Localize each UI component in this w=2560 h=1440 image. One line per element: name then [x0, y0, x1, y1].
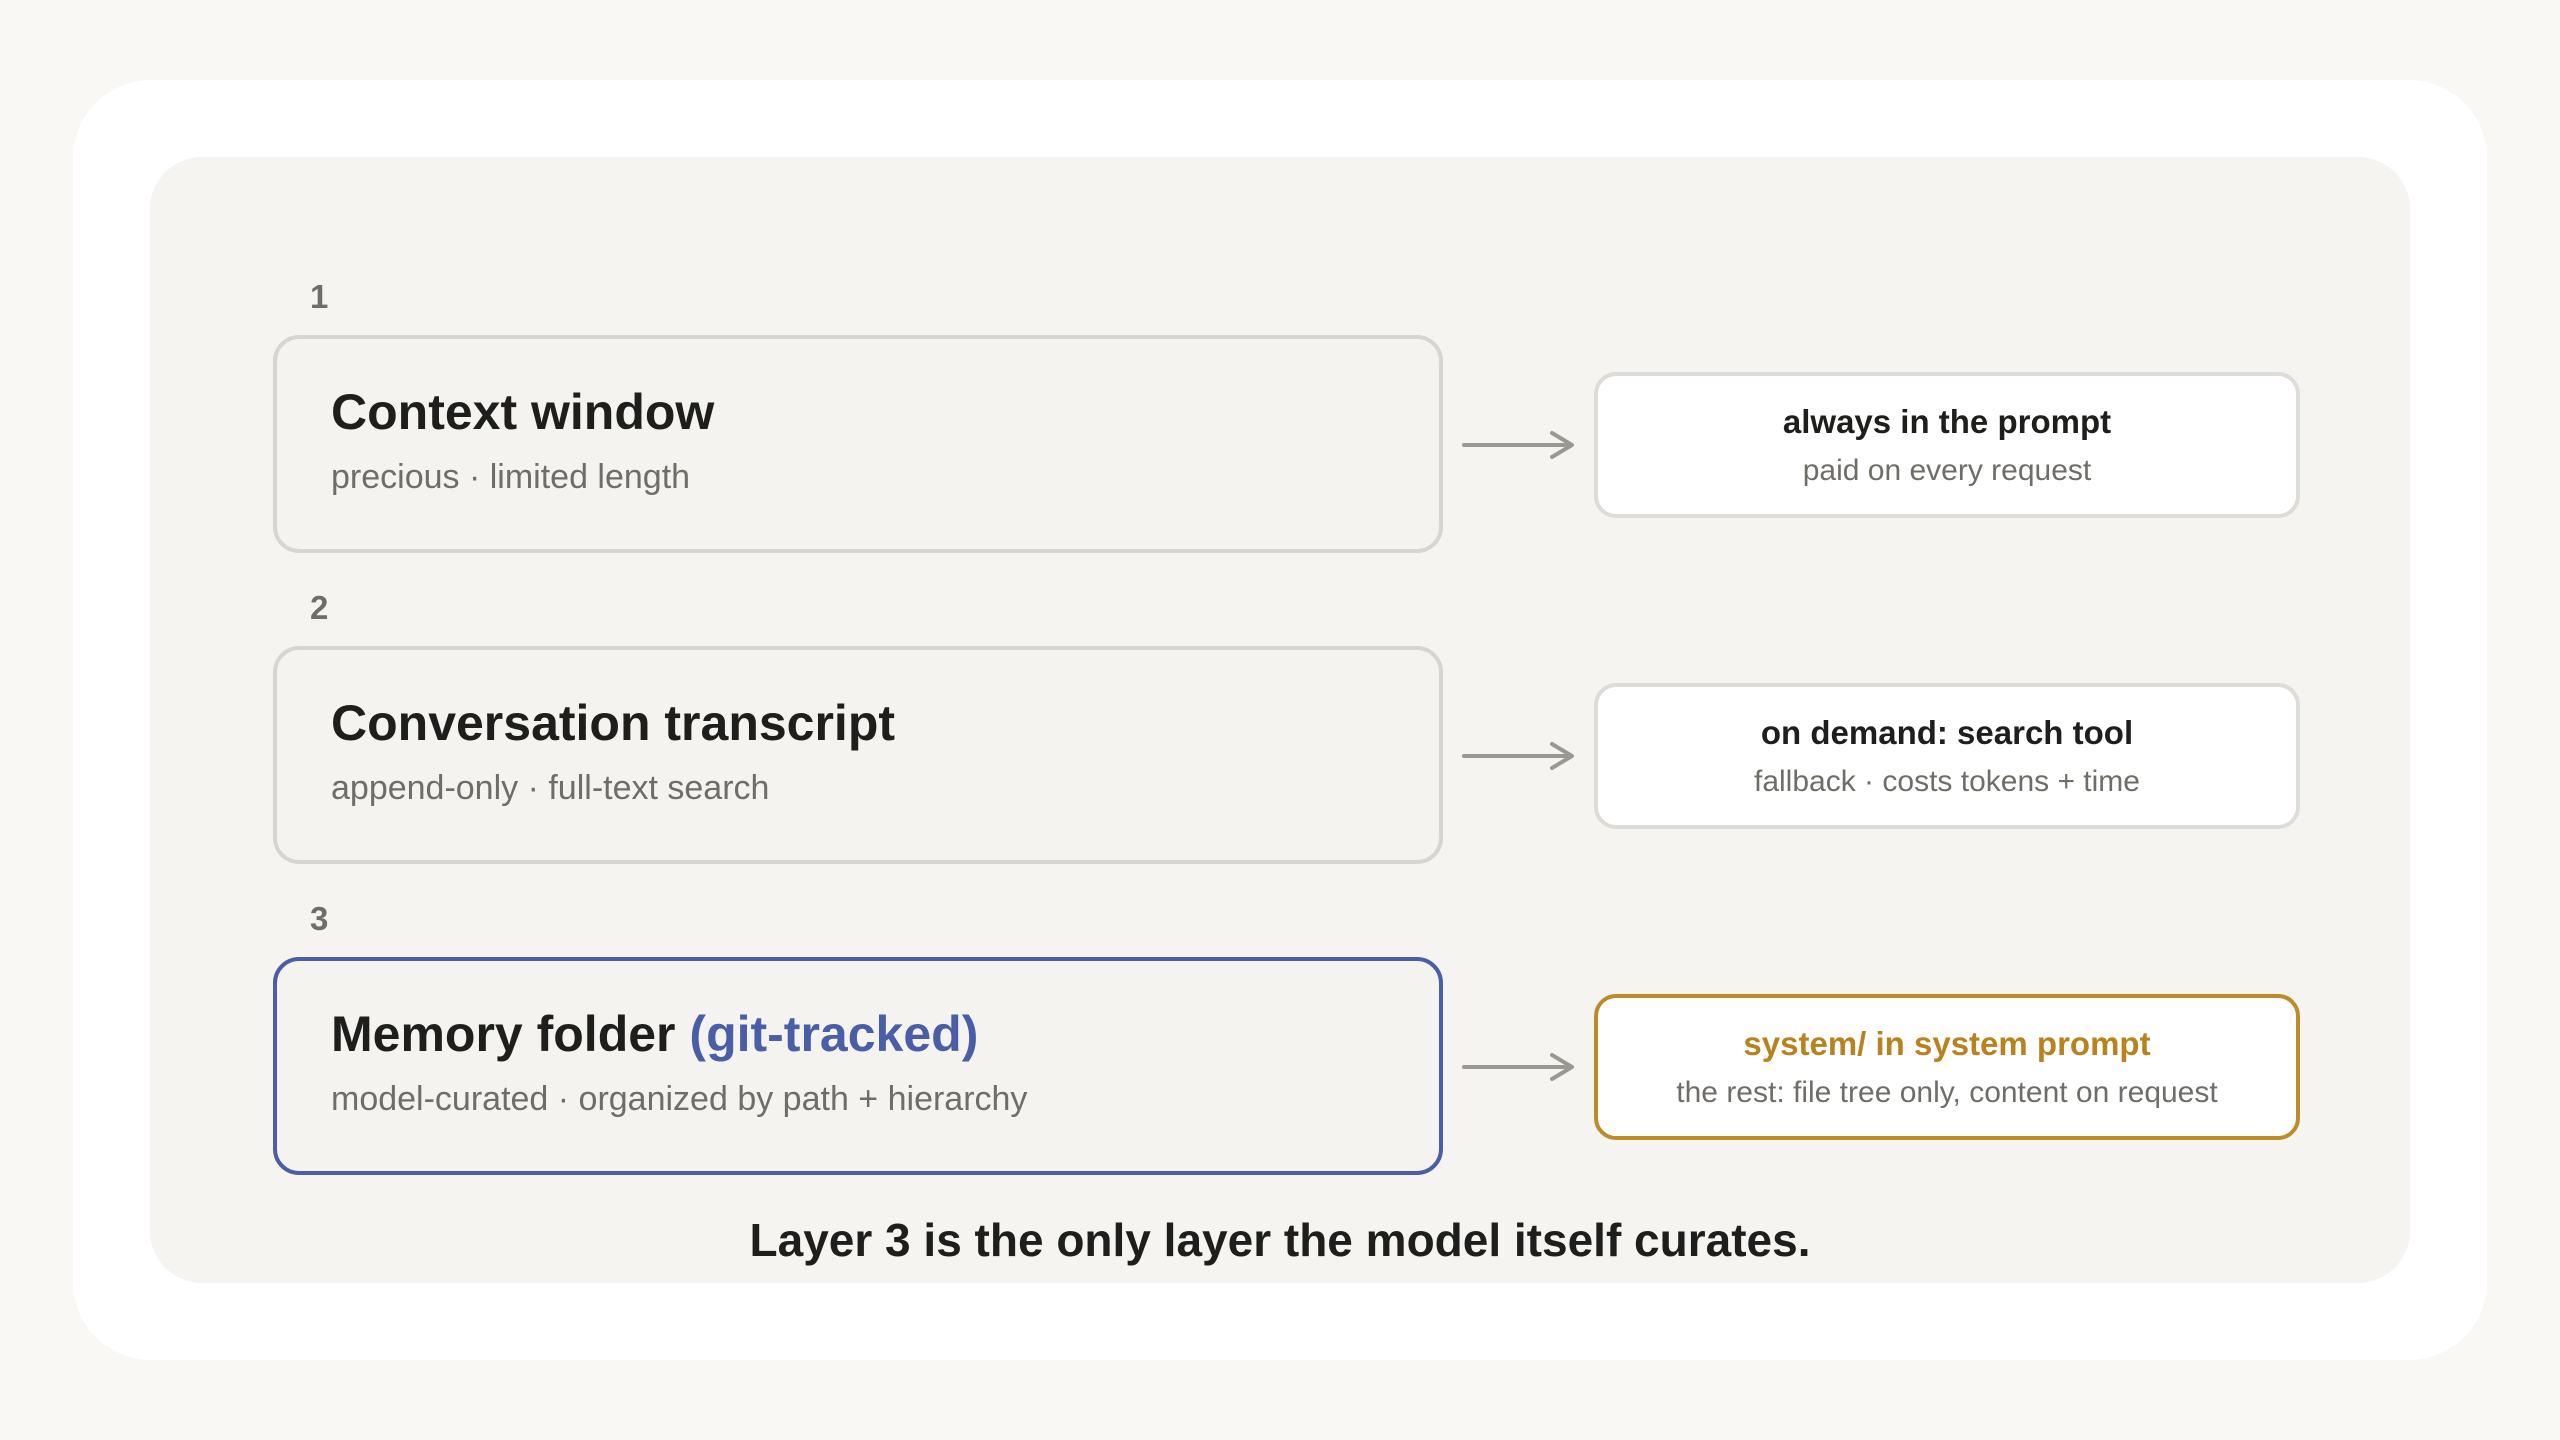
layer-3-info-box: system/ in system prompt the rest: file … — [1594, 994, 2300, 1140]
layer-3-title-text: Memory folder — [331, 1006, 676, 1062]
layer-2-arrow-icon — [1462, 742, 1574, 770]
layer-3-title: Memory folder (git-tracked) — [331, 1007, 978, 1062]
layer-1-info-subtitle: paid on every request — [1802, 454, 2092, 487]
layer-2-subtitle: append-only · full-text search — [331, 769, 770, 807]
layer-1-box: Context window precious · limited length — [273, 335, 1443, 553]
layer-1-arrow-icon — [1462, 431, 1574, 459]
layer-1-info-title: always in the prompt — [1782, 403, 2112, 440]
layer-2-number: 2 — [310, 589, 329, 626]
layer-3-number: 3 — [310, 900, 329, 937]
layer-3-arrow-icon — [1462, 1053, 1574, 1081]
layer-2-title-text: Conversation transcript — [331, 695, 896, 751]
layer-1-title: Context window — [331, 385, 714, 440]
layer-3-box: Memory folder (git-tracked) model-curate… — [273, 957, 1443, 1175]
layer-3-info-title: system/ in system prompt — [1743, 1025, 2151, 1062]
layer-2-info-box: on demand: search tool fallback · costs … — [1594, 683, 2300, 829]
layer-1-title-text: Context window — [331, 384, 715, 440]
layer-3-title-accent: (git-tracked) — [689, 1006, 979, 1062]
layer-2-info-subtitle: fallback · costs tokens + time — [1754, 765, 2140, 798]
layer-3-subtitle: model-curated · organized by path + hier… — [331, 1080, 1028, 1118]
layer-2-title: Conversation transcript — [331, 696, 895, 751]
layer-2-info-title: on demand: search tool — [1760, 714, 2134, 751]
layer-1-subtitle: precious · limited length — [331, 458, 691, 496]
layer-1-number: 1 — [310, 278, 329, 315]
layer-3-info-subtitle: the rest: file tree only, content on req… — [1676, 1076, 2218, 1109]
layer-2-box: Conversation transcript append-only · fu… — [273, 646, 1443, 864]
diagram-caption: Layer 3 is the only layer the model itse… — [749, 1214, 1811, 1266]
layer-1-info-box: always in the prompt paid on every reque… — [1594, 372, 2300, 518]
